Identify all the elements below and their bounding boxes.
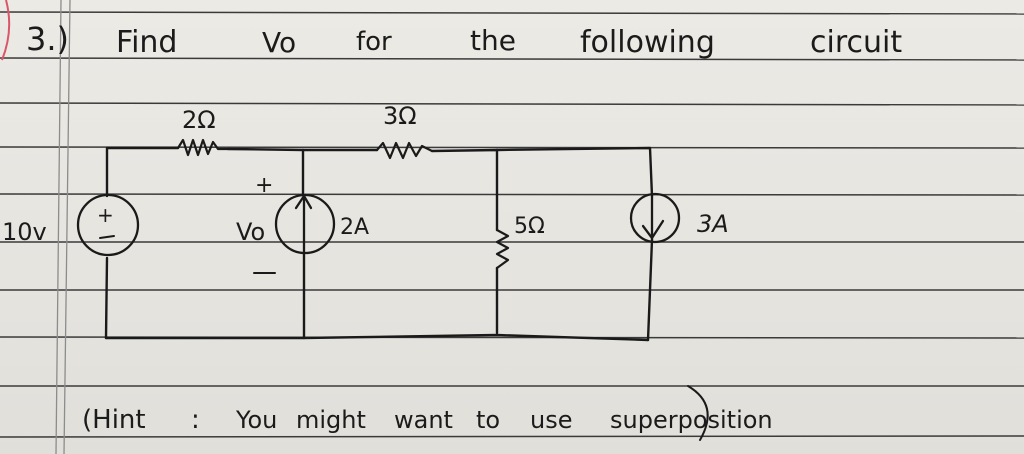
output-voltage-vo: + Vo [236, 173, 276, 274]
arrow-up-icon [294, 194, 313, 210]
resistor-5-ohm-label: 5Ω [514, 214, 545, 239]
vo-label: Vo [236, 218, 265, 246]
hint-word-you: You [235, 406, 277, 434]
hint-colon: : [191, 405, 200, 435]
red-margin-mark [1, 0, 11, 61]
current-source-2a-label: 2A [340, 215, 369, 240]
resistor-2-ohm-label: 2Ω [182, 106, 216, 134]
problem-number: 3.) [26, 20, 69, 58]
title-word-find: Find [116, 25, 177, 60]
title-word-following: following [580, 25, 715, 60]
hint-close-paren [687, 385, 709, 441]
current-source-3a-label: 3A [697, 210, 729, 238]
ruled-lines [0, 11, 1024, 438]
voltage-source-label: 10v [2, 218, 47, 246]
hint-word-to: to [476, 406, 500, 434]
title-word-the: the [470, 24, 516, 57]
title-word-vo: Vo [262, 26, 296, 59]
margin-lines [55, 0, 71, 454]
circuit-wires [104, 146, 654, 342]
resistor-3-ohm-label: 3Ω [383, 102, 417, 130]
voltage-source-10v: + 10v [2, 193, 140, 257]
resistor-3-ohm: 3Ω [375, 102, 434, 160]
title-word-for: for [356, 27, 392, 57]
hint-word-want: want [394, 406, 453, 434]
current-source-2a: 2A [274, 193, 369, 255]
hint-text: (Hint : You might want to use superposit… [82, 385, 773, 441]
current-source-3a: 3A [629, 192, 729, 244]
title-word-circuit: circuit [810, 25, 902, 60]
voltage-minus-sign [99, 235, 115, 239]
vo-plus-sign: + [255, 173, 273, 198]
arrow-down-icon [641, 219, 665, 240]
hint-word-might: might [296, 406, 366, 434]
voltage-plus-sign: + [97, 203, 114, 227]
hint-open: (Hint [82, 405, 146, 435]
problem-title: 3.) Find Vo for the following circuit [26, 20, 902, 60]
hint-word-superposition: superposition [610, 406, 773, 434]
resistor-2-ohm: 2Ω [176, 106, 230, 157]
hint-word-use: use [530, 406, 572, 434]
resistor-5-ohm: 5Ω [495, 214, 545, 270]
